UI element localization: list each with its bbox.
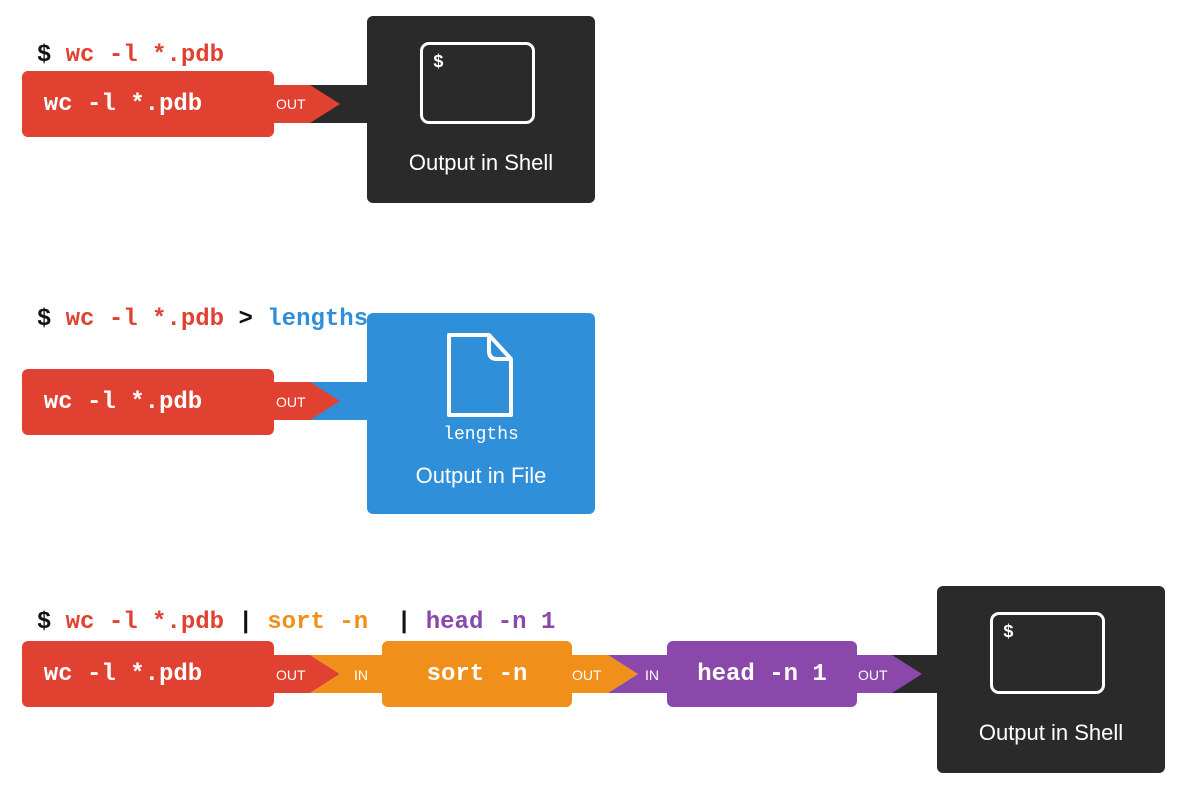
pipe-operator: |: [238, 609, 253, 636]
shell-prompt: $: [36, 42, 52, 69]
terminal-icon: $: [990, 612, 1105, 694]
file-name: lengths: [443, 425, 519, 445]
command-line-1: $ wc -l *.pdb: [8, 14, 224, 70]
wc-command-text: wc -l *.pdb: [65, 306, 225, 333]
wc-stage-label: wc -l *.pdb: [43, 388, 203, 416]
head-output-arrow: [852, 655, 922, 693]
head-out-port: OUT: [858, 667, 888, 683]
sort-command-text: sort -n: [267, 609, 369, 636]
shell-prompt: $: [36, 306, 52, 333]
wc-stage: wc -l *.pdb: [22, 71, 274, 137]
file-output-box: lengths Output in File: [367, 313, 595, 514]
wc-output-arrow: [270, 85, 340, 123]
sort-stage: sort -n: [382, 641, 572, 707]
sort-input-connector: [310, 655, 390, 693]
wc-command-text: wc -l *.pdb: [65, 609, 225, 636]
redirect-target: lengths: [267, 306, 369, 333]
wc-out-port: OUT: [276, 394, 306, 410]
shell-output-label: Output in Shell: [408, 150, 554, 175]
terminal-prompt: $: [1003, 623, 1014, 643]
file-output-label: Output in File: [415, 463, 547, 488]
head-stage: head -n 1: [667, 641, 857, 707]
sort-stage-label: sort -n: [426, 660, 528, 688]
command-line-2: $ wc -l *.pdb > lengths: [8, 278, 368, 334]
shell-output-label: Output in Shell: [978, 720, 1124, 745]
shell-output-box: $ Output in Shell: [367, 16, 595, 203]
sort-output-arrow: [566, 655, 638, 693]
pipe-operator: |: [396, 609, 412, 636]
wc-out-port: OUT: [276, 96, 306, 112]
head-command-text: head -n 1: [425, 609, 556, 636]
head-stage-label: head -n 1: [697, 660, 827, 688]
redirect-operator: >: [238, 306, 253, 333]
wc-stage-label: wc -l *.pdb: [43, 660, 203, 688]
wc-output-arrow: [270, 382, 340, 420]
document-icon: [447, 333, 513, 417]
sort-out-port: OUT: [572, 667, 602, 683]
head-input-connector: [608, 655, 674, 693]
terminal-icon: $: [420, 42, 535, 124]
head-in-port: IN: [645, 667, 659, 683]
wc-out-port: OUT: [276, 667, 306, 683]
wc-stage: wc -l *.pdb: [22, 641, 274, 707]
sort-in-port: IN: [354, 667, 368, 683]
command-line-3: $ wc -l *.pdb | sort -n | head -n 1: [8, 581, 556, 637]
shell-prompt: $: [36, 609, 52, 636]
wc-command-text: wc -l *.pdb: [65, 42, 225, 69]
terminal-prompt: $: [433, 53, 444, 73]
wc-stage-label: wc -l *.pdb: [43, 90, 203, 118]
wc-output-arrow: [270, 655, 340, 693]
wc-stage: wc -l *.pdb: [22, 369, 274, 435]
shell-output-box: $ Output in Shell: [937, 586, 1165, 773]
